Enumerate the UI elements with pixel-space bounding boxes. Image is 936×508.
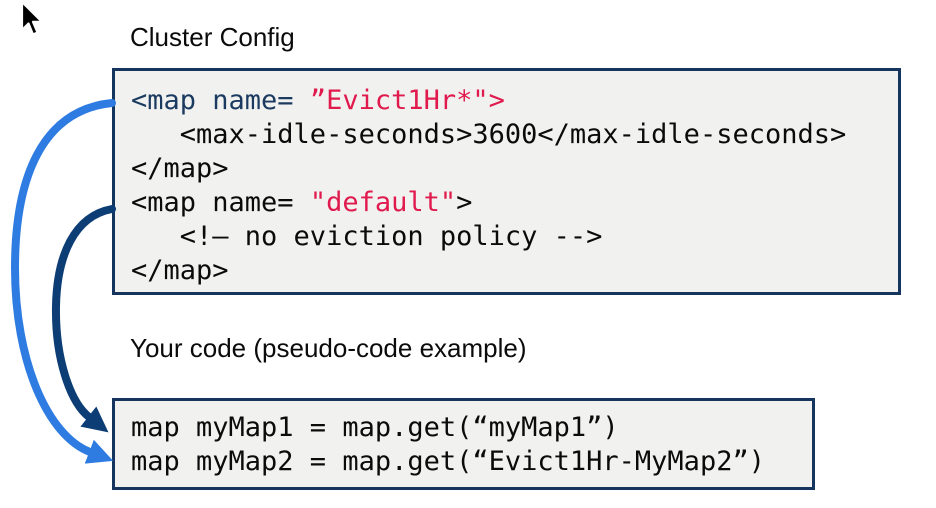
xml-value-text: "default" xyxy=(309,187,457,218)
xml-tag-text: <map name= xyxy=(131,187,310,218)
arrow-evict-config-to-mymap2 xyxy=(10,99,116,464)
config-line-max-idle-seconds: <max-idle-seconds>3600</max-idle-seconds… xyxy=(131,119,847,150)
config-line-map-close-1: </map> xyxy=(131,153,229,184)
code-line-mymap1: map myMap1 = map.get(“myMap1”) xyxy=(131,412,619,443)
config-line-map-open-evict: <map name= ”Evict1Hr*"> xyxy=(131,84,898,118)
xml-value-text: ”Evict1Hr*"> xyxy=(309,85,505,116)
your-code-title: Your code (pseudo-code example) xyxy=(130,333,527,363)
your-code-box: map myMap1 = map.get(“myMap1”) map myMap… xyxy=(112,398,815,490)
mouse-pointer-icon xyxy=(20,0,44,36)
cluster-config-title: Cluster Config xyxy=(130,22,295,52)
code-line-mymap2: map myMap2 = map.get(“Evict1Hr-MyMap2”) xyxy=(131,446,765,477)
xml-tag-text: <map name= xyxy=(131,85,310,116)
config-line-comment: <!– no eviction policy --> xyxy=(131,221,603,252)
arrow-default-config-to-mymap1 xyxy=(51,205,116,433)
config-line-map-open-default: <map name= "default"> xyxy=(131,187,473,218)
cluster-config-box: <map name= ”Evict1Hr*"> <max-idle-second… xyxy=(112,68,901,295)
config-line-map-close-2: </map> xyxy=(131,255,229,286)
